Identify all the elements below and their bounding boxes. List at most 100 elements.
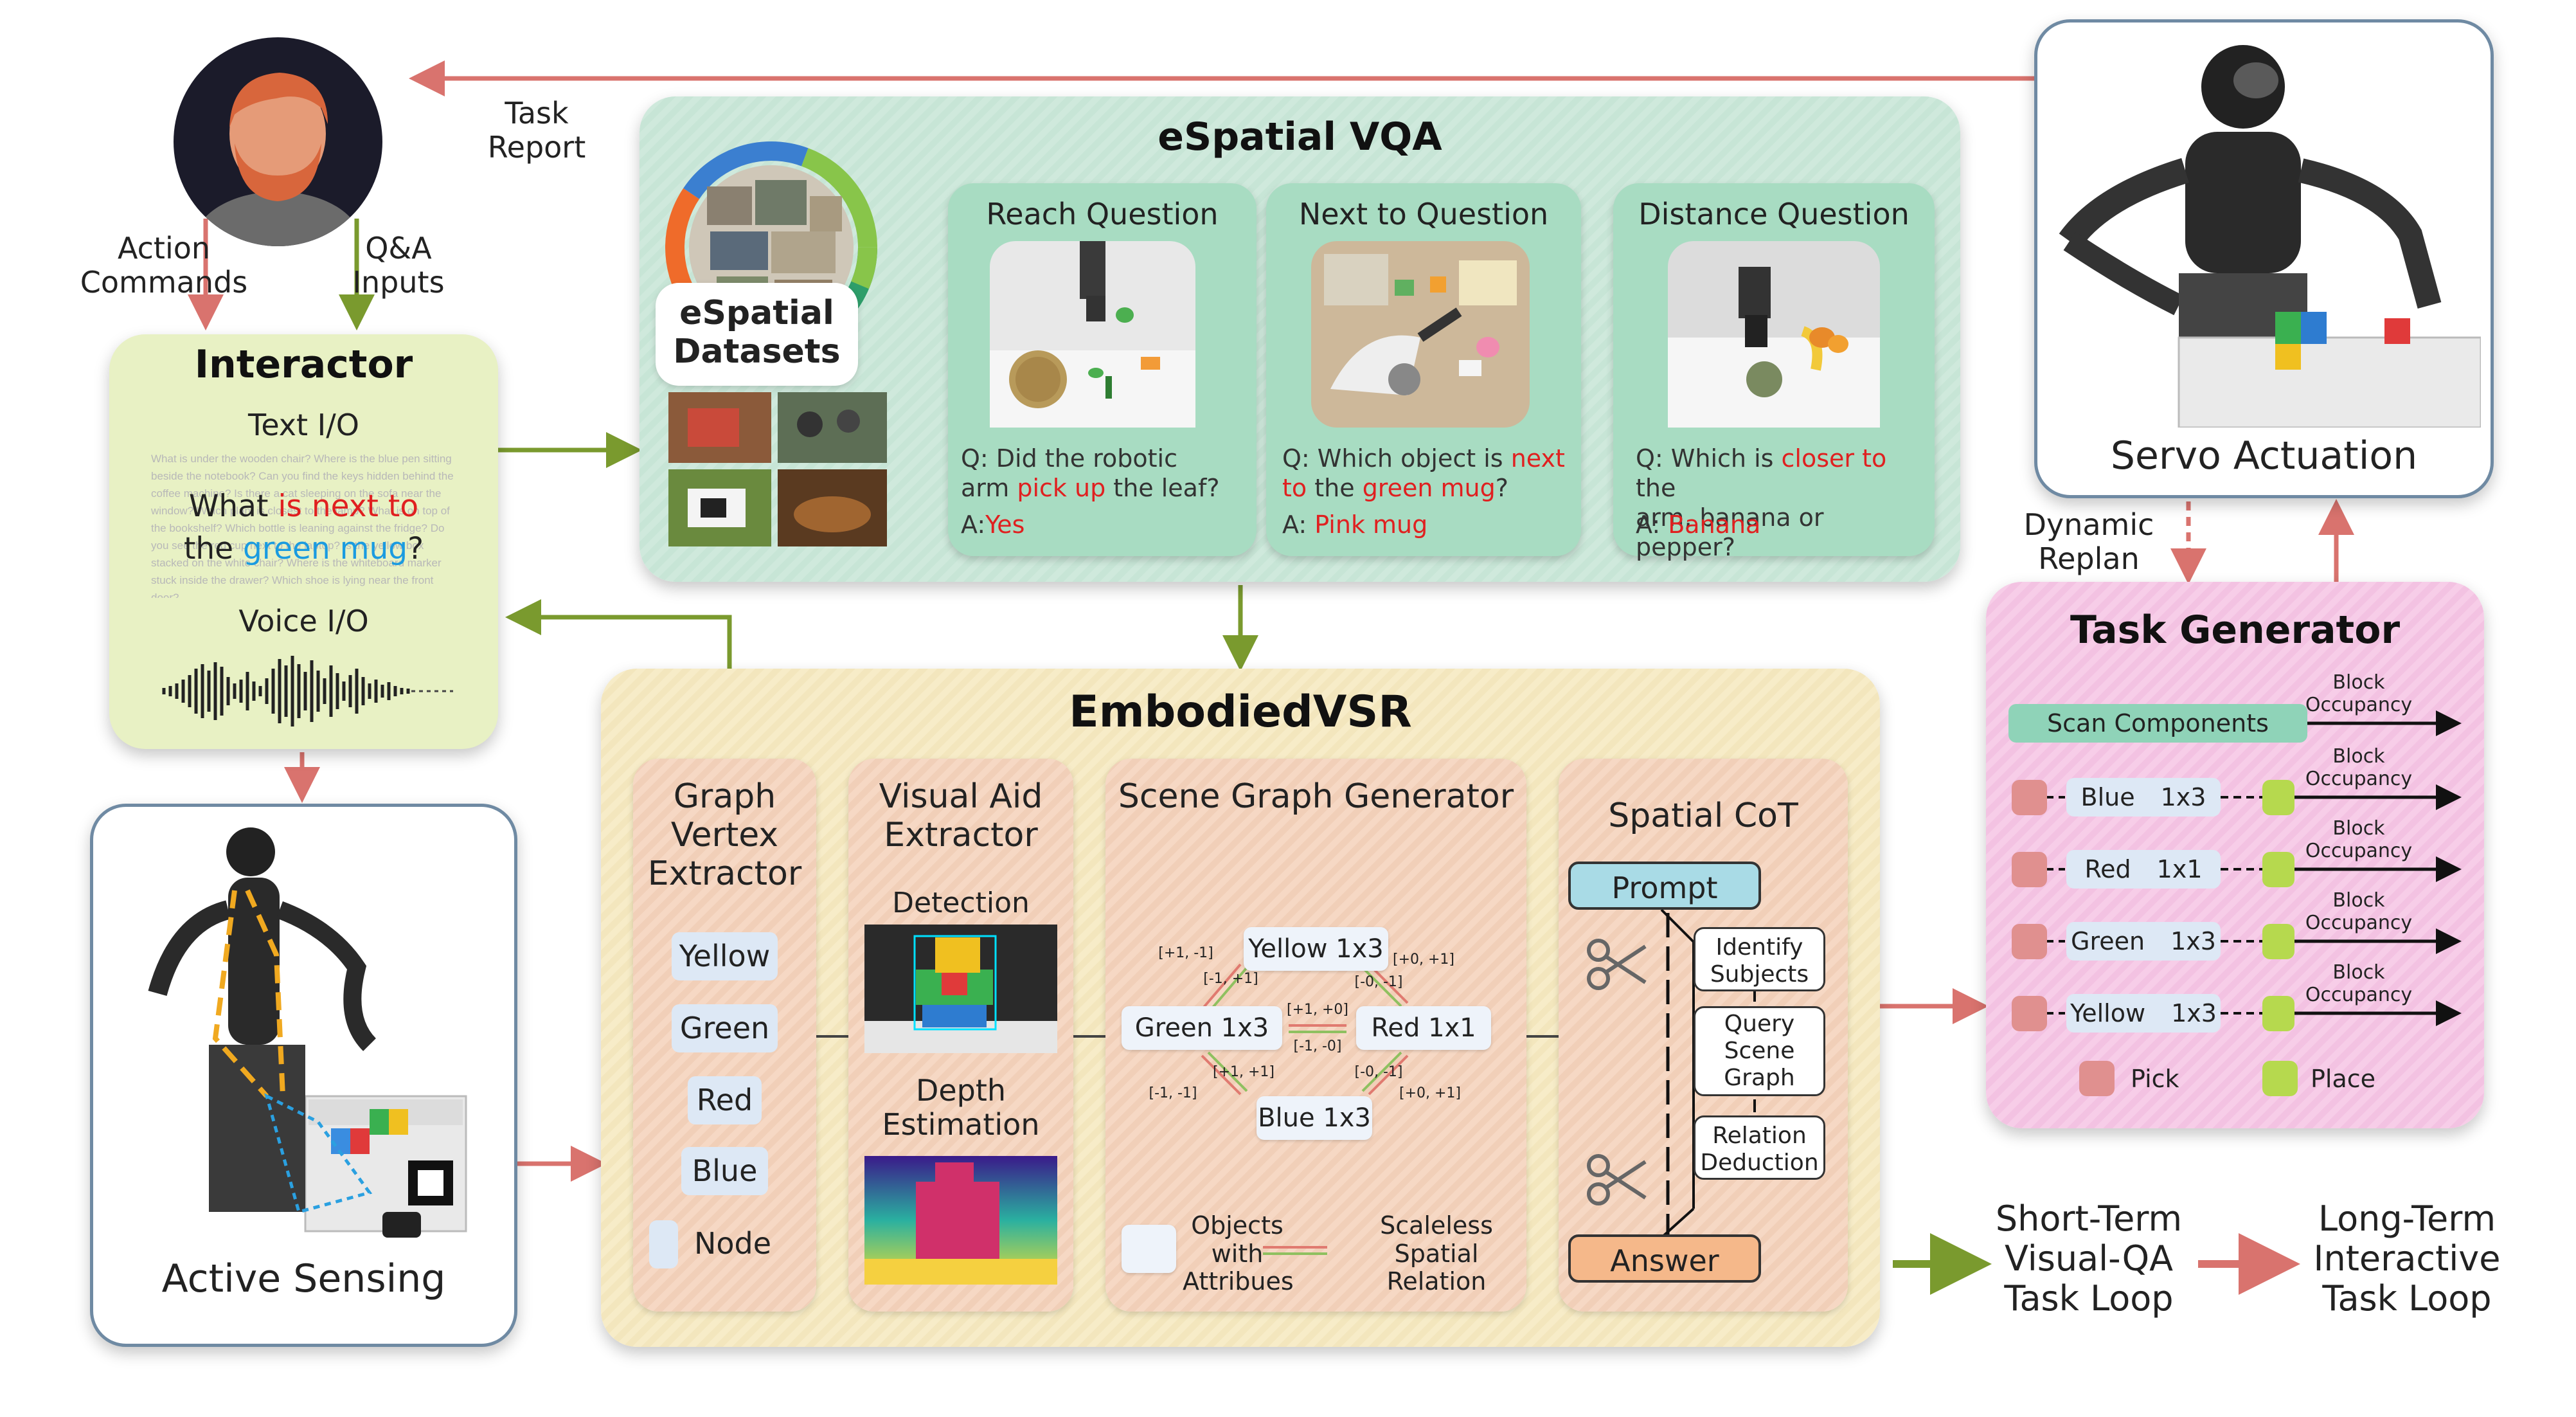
- embodied-to-interactor-arrow: [505, 599, 732, 675]
- edge-label: [-1, -0]: [1293, 1038, 1342, 1054]
- dynamic-replan-label: Dynamic Replan: [2023, 507, 2154, 576]
- scan-components-chip: Scan Components: [2008, 704, 2307, 743]
- espatial-vqa-panel: eSpatial VQA eSpatial Datasets Reach Que…: [640, 96, 1960, 582]
- background-text: What is under the wooden chair? Where is…: [151, 453, 454, 598]
- next-to-question-answer: A: Pink mug: [1282, 510, 1428, 539]
- block-occupancy-label: Block Occupancy: [2305, 817, 2413, 862]
- edge-label: [+1, -1]: [1158, 945, 1213, 961]
- active-sensing-label: Active Sensing: [161, 1256, 446, 1301]
- interactor-title: Interactor: [194, 342, 413, 387]
- visual-aid-extractor-title: Visual Aid Extractor: [879, 777, 1043, 854]
- vertex-node-yellow: Yellow: [672, 932, 778, 980]
- column-connectors: [816, 1035, 1559, 1038]
- reach-question-answer: A:Yes: [961, 510, 1025, 539]
- distance-question-image: [1668, 241, 1880, 428]
- place-square: [2262, 780, 2294, 815]
- user-icon: [194, 73, 361, 246]
- embodied-vsr-title: EmbodiedVSR: [1069, 687, 1412, 737]
- visual-aid-extractor-card: Visual Aid Extractor Detection Depth Est…: [848, 759, 1073, 1312]
- graph-vertex-extractor-card: Graph Vertex Extractor Yellow Green Red …: [633, 759, 816, 1312]
- servo-actuation-panel: Servo Actuation: [2034, 19, 2494, 498]
- reach-question-header: Reach Question: [986, 197, 1219, 231]
- edge-label: [+1, +1]: [1212, 1064, 1275, 1080]
- task-generator-title: Task Generator: [2070, 608, 2401, 653]
- text-io-label: Text I/O: [248, 408, 359, 442]
- espatial-vqa-title: eSpatial VQA: [1158, 114, 1442, 159]
- example-question: What is next to the green mug?: [183, 489, 424, 566]
- distance-question-answer: A: Banana: [1636, 510, 1761, 539]
- objects-legend-label: Objects with Attribues: [1183, 1211, 1294, 1296]
- next-to-question-text: Q: Which object is next to the green mug…: [1282, 444, 1565, 502]
- waveform-icon: [162, 656, 453, 727]
- edge-label: [-0, -1]: [1354, 974, 1403, 990]
- scene-graph-generator-title: Scene Graph Generator: [1118, 777, 1514, 816]
- graph-vertex-extractor-title: Graph Vertex Extractor: [647, 777, 802, 893]
- servo-actuation-label: Servo Actuation: [2110, 433, 2418, 478]
- place-legend-square: [2262, 1061, 2298, 1096]
- relation-legend-label: Scaleless Spatial Relation: [1380, 1211, 1493, 1296]
- detection-image: [864, 925, 1057, 1053]
- depth-image: [864, 1156, 1057, 1285]
- spatial-cot-card: Spatial CoT Prompt Identify Subjects Que…: [1559, 759, 1848, 1312]
- qa-inputs-label: Q&A Inputs: [352, 231, 445, 300]
- voice-io-label: Voice I/O: [238, 604, 369, 638]
- identify-subjects-box: Identify Subjects: [1694, 927, 1825, 991]
- edge-label: [+1, +0]: [1286, 1002, 1348, 1018]
- action-commands-label: Action Commands: [80, 231, 248, 300]
- pick-legend-square: [2079, 1061, 2115, 1096]
- edge-label: [-0, -1]: [1354, 1064, 1403, 1080]
- prompt-box: Prompt: [1568, 862, 1761, 910]
- vertex-node-blue: Blue: [681, 1147, 768, 1195]
- espatial-datasets-card: eSpatial Datasets: [656, 283, 858, 386]
- place-square: [2262, 996, 2294, 1031]
- spatial-cot-title: Spatial CoT: [1608, 797, 1798, 835]
- active-sensing-panel: Active Sensing: [90, 804, 517, 1347]
- edge-label: [+0, +1]: [1399, 1085, 1461, 1101]
- block-occupancy-label: Block Occupancy: [2305, 671, 2413, 716]
- user-avatar: [174, 37, 382, 246]
- detection-label: Detection: [892, 887, 1030, 919]
- reach-question-text: Q: Did the robotic arm pick up the leaf?: [961, 444, 1220, 502]
- vertex-node-green: Green: [672, 1004, 778, 1052]
- scene-node-blue: Blue 1x3: [1257, 1096, 1372, 1140]
- long-term-loop-label: Long-Term Interactive Task Loop: [2313, 1198, 2501, 1319]
- short-term-loop-label: Short-Term Visual-QA Task Loop: [1995, 1198, 2183, 1319]
- scene-node-yellow: Yellow 1x3: [1244, 927, 1388, 971]
- node-legend-label: Node: [694, 1226, 772, 1261]
- distance-question-text: Q: Which is closer to the arm, banana or…: [1636, 444, 1887, 561]
- scene-graph-edges: [1201, 963, 1409, 1255]
- block-occupancy-label: Block Occupancy: [2305, 745, 2413, 790]
- interactor-panel: Interactor Text I/O What is under the wo…: [109, 334, 498, 749]
- reach-question-card: Reach Question Q: Did the robotic arm pi…: [948, 183, 1257, 556]
- robot-sensing-image: [148, 827, 467, 1238]
- edge-label: [-1, +1]: [1203, 971, 1258, 987]
- distance-question-header: Distance Question: [1638, 197, 1910, 231]
- scene-node-green: Green 1x3: [1122, 1006, 1282, 1050]
- block-occupancy-label: Block Occupancy: [2305, 961, 2413, 1006]
- edge-label: [+0, +1]: [1392, 952, 1454, 968]
- pick-square: [2012, 924, 2047, 959]
- edge-label: [-1, -1]: [1149, 1085, 1197, 1101]
- answer-box: Answer: [1568, 1234, 1761, 1283]
- node-legend-square: [649, 1220, 678, 1268]
- task-report-label: Task Report: [487, 96, 586, 165]
- block-occupancy-label: Block Occupancy: [2305, 889, 2413, 934]
- scene-graph-generator-card: Scene Graph Generator Yellow 1x3 Green 1…: [1105, 759, 1526, 1312]
- task-generator-panel: Task Generator Scan Components Block Occ…: [1986, 582, 2484, 1128]
- pick-square: [2012, 780, 2047, 815]
- relation-deduction-box: Relation Deduction: [1694, 1115, 1825, 1180]
- robot-actuation-image: [2059, 45, 2481, 428]
- pick-legend-label: Pick: [2131, 1065, 2179, 1093]
- scissors-icon: [1587, 1154, 1647, 1205]
- place-legend-label: Place: [2311, 1065, 2376, 1093]
- next-to-question-card: Next to Question Q: Which object is next…: [1266, 183, 1581, 556]
- next-to-question-image: [1311, 241, 1530, 428]
- distance-question-card: Distance Question Q: Which is closer to …: [1613, 183, 1935, 561]
- scissors-icon: [1587, 939, 1647, 990]
- reach-question-image: [990, 241, 1195, 428]
